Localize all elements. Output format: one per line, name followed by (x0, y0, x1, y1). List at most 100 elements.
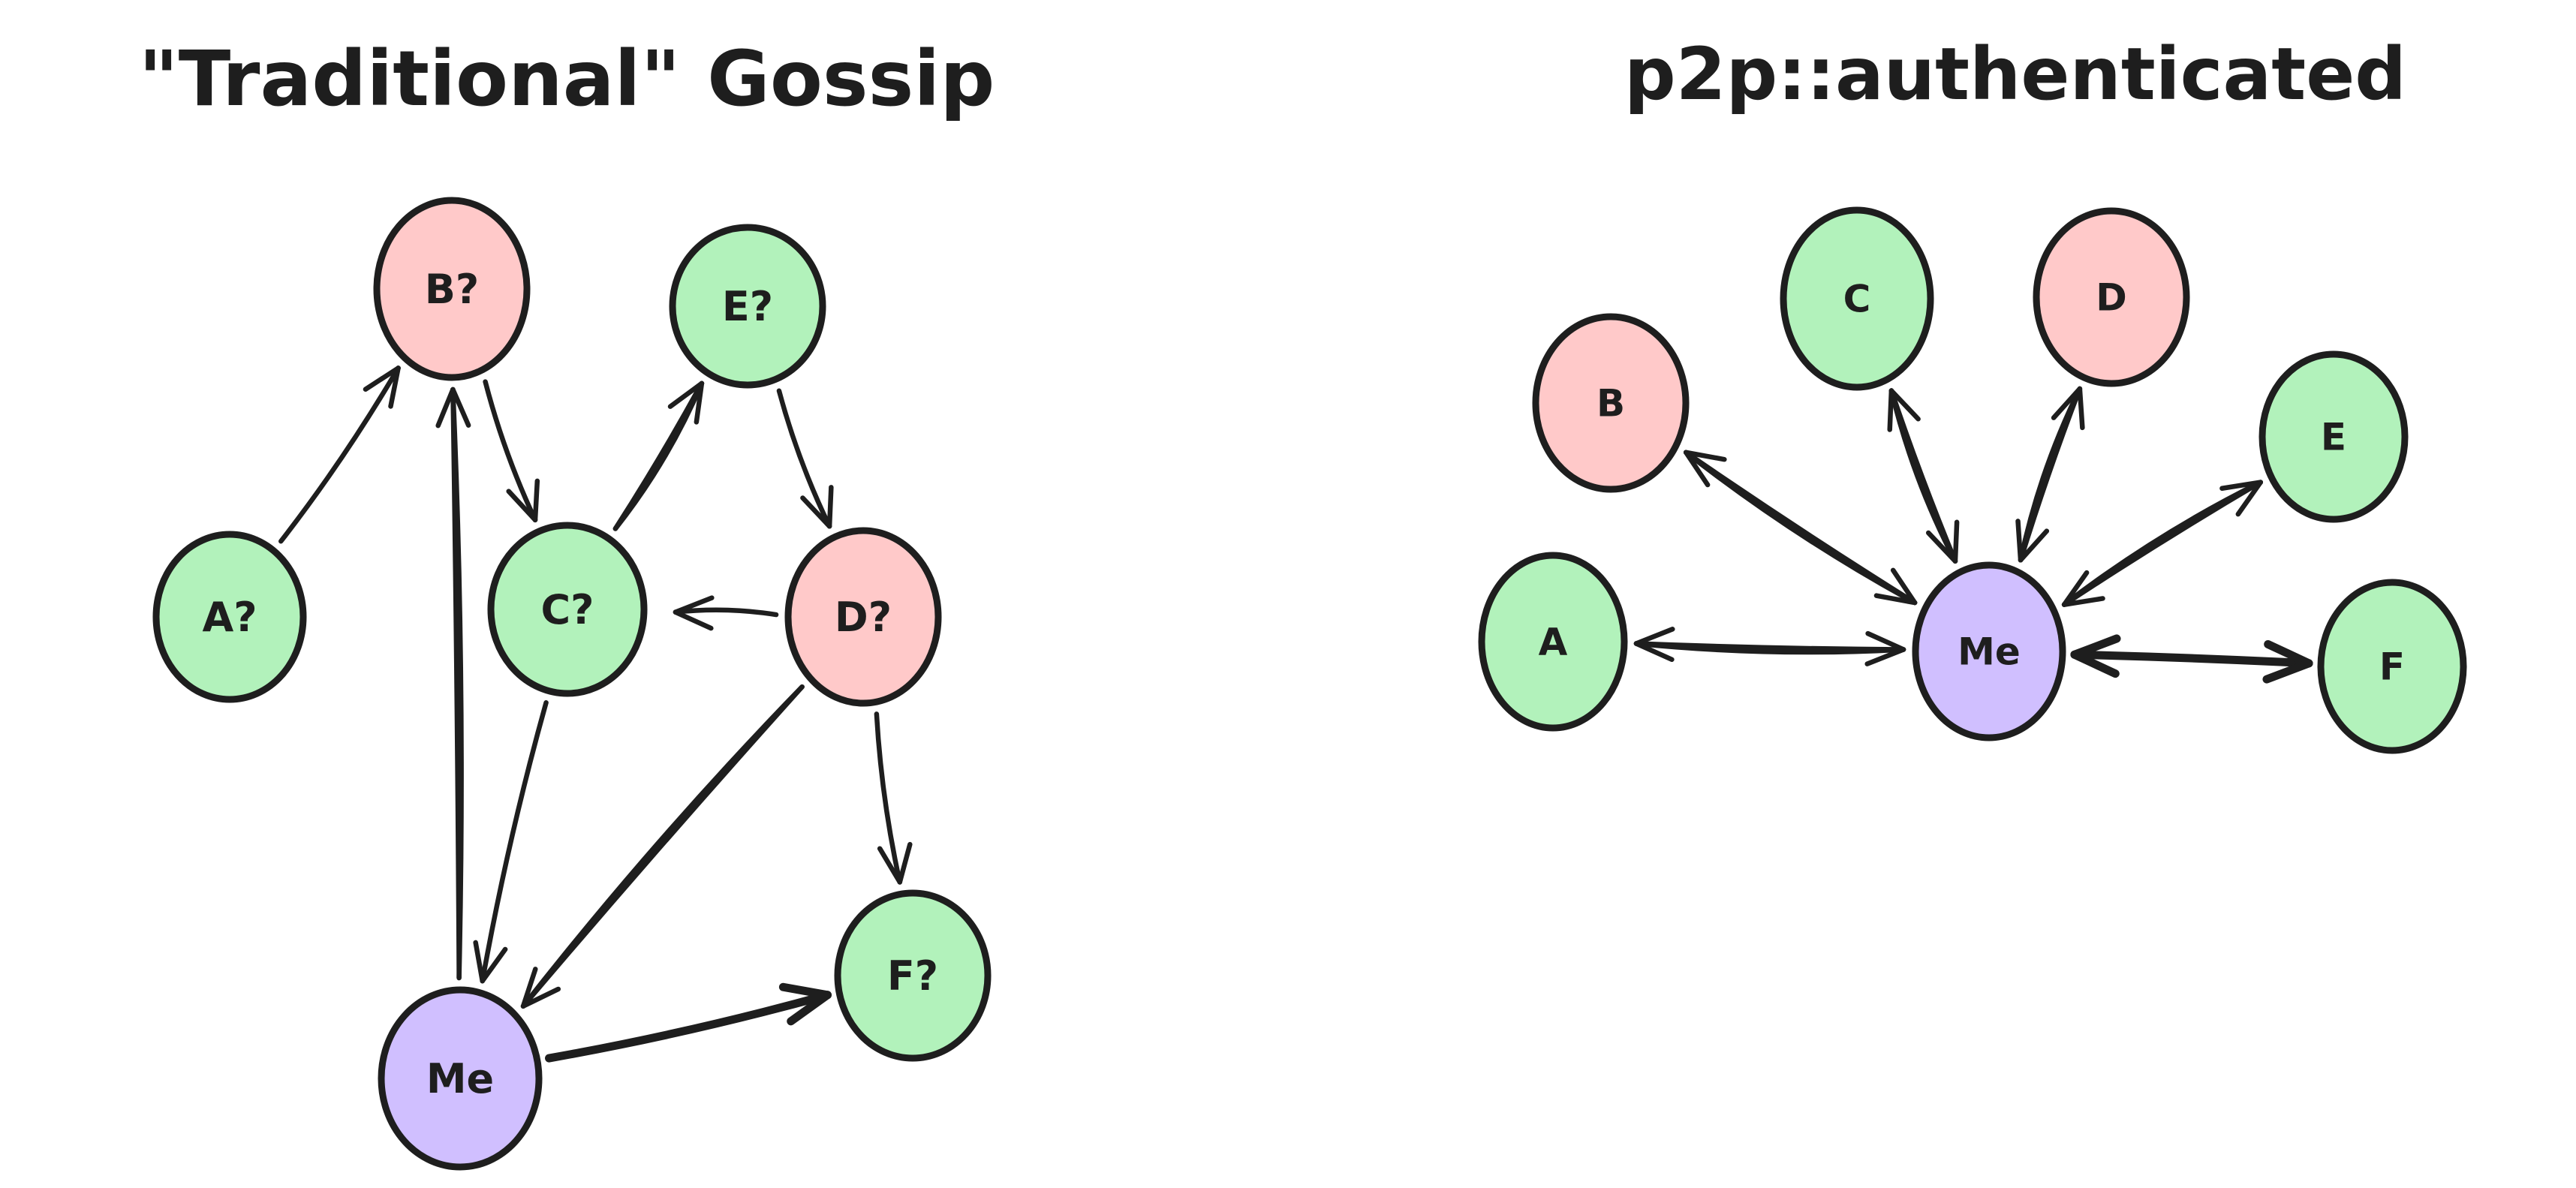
arrowhead (2061, 570, 2090, 607)
arrowhead (2015, 519, 2024, 563)
arrowhead (2077, 386, 2085, 431)
left-diagram-title: "Traditional" Gossip (139, 35, 995, 124)
node-label: A (1539, 621, 1568, 664)
arrowhead (450, 386, 471, 428)
node-label: B? (425, 266, 479, 313)
node-traditional-gossip-Me: Me (378, 986, 543, 1171)
edge-line (1683, 450, 1918, 606)
arrowhead (2070, 650, 2120, 678)
arrowhead (673, 609, 714, 631)
edge-line (1888, 388, 1958, 564)
arrowhead (1633, 641, 1675, 663)
edge-C-E (612, 380, 705, 531)
node-circle (487, 522, 648, 697)
edge-line (483, 379, 538, 523)
edge-line (612, 380, 705, 531)
node-p2p-authenticated-C: C (1780, 206, 1934, 391)
node-circle (834, 889, 992, 1062)
edge-C-Me (1887, 388, 1960, 564)
node-label: E (2321, 416, 2346, 459)
arrowhead (778, 982, 832, 1000)
arrowhead (520, 986, 561, 1009)
arrowhead (473, 940, 485, 984)
arrowhead (2070, 634, 2121, 659)
node-label: E? (722, 283, 773, 330)
edge-line (612, 380, 705, 531)
node-circle (784, 527, 942, 707)
edge-E-D (776, 388, 834, 529)
node-traditional-gossip-C: C? (487, 522, 648, 697)
edge-line (673, 607, 779, 618)
arrowhead (363, 365, 401, 392)
arrowhead (2051, 386, 2083, 420)
arrowhead (2262, 659, 2313, 684)
node-label: A? (202, 594, 257, 641)
arrowhead (1952, 519, 1960, 564)
arrowhead (1865, 630, 1906, 652)
node-p2p-authenticated-E: E (2259, 350, 2409, 523)
arrowhead (1925, 530, 1958, 564)
node-circle (152, 531, 307, 703)
node-traditional-gossip-D: D? (784, 527, 942, 707)
node-circle (1532, 313, 1690, 493)
arrowhead (388, 365, 401, 409)
arrowhead (1864, 647, 1906, 666)
node-label: B (1596, 382, 1625, 426)
node-traditional-gossip-E: E? (669, 224, 826, 389)
edge-line (2018, 386, 2083, 563)
node-circle (2317, 579, 2467, 754)
node-circle (373, 197, 531, 381)
edge-line (2061, 480, 2264, 607)
arrowhead (1890, 567, 1918, 606)
node-label: D (2096, 276, 2127, 320)
arrowhead (2018, 528, 2050, 563)
node-label: C? (541, 586, 594, 633)
edge-A-Me (1633, 627, 1906, 666)
edge-line (450, 386, 464, 981)
left-diagram-graph: A? B? C? D? E? F? Me (152, 197, 992, 1171)
node-circle (2033, 207, 2190, 387)
node-traditional-gossip-F: F? (834, 889, 992, 1062)
edge-C-Me (473, 699, 549, 984)
arrowhead (506, 489, 538, 523)
node-p2p-authenticated-B: B (1532, 313, 1690, 493)
node-label: Me (1958, 630, 2021, 674)
node-circle (378, 986, 543, 1171)
arrowhead (1633, 627, 1675, 646)
arrowhead (1887, 388, 1894, 432)
edge-line (278, 365, 401, 544)
node-circle (1780, 206, 1934, 391)
edge-Me-F (545, 982, 832, 1063)
edge-D-C (673, 595, 779, 631)
node-label: F (2379, 645, 2405, 689)
node-traditional-gossip-B: B? (373, 197, 531, 381)
arrowhead (532, 478, 540, 523)
right-diagram-graph: A B C D E F Me (1478, 206, 2467, 754)
node-label: F? (887, 952, 938, 1000)
node-label: C (1843, 278, 1871, 321)
edge-line (1888, 388, 1958, 564)
arrowhead (435, 386, 456, 429)
arrowhead (826, 485, 834, 529)
edge-E-Me (2061, 480, 2264, 607)
arrowhead (2264, 639, 2313, 668)
arrowhead (1873, 593, 1918, 606)
arrowhead (897, 841, 913, 885)
arrowhead (1683, 450, 1727, 462)
node-circle (1478, 552, 1628, 732)
arrowhead (2235, 480, 2264, 517)
edge-D-F (874, 711, 913, 885)
arrowhead (480, 946, 508, 984)
edge-B-C (483, 379, 540, 523)
node-p2p-authenticated-Me: Me (1912, 561, 2066, 741)
arrowhead (787, 991, 832, 1026)
edge-Me-B (435, 386, 471, 981)
arrowhead (520, 967, 538, 1009)
arrowhead (1888, 388, 1921, 422)
arrowhead (667, 380, 705, 409)
arrowhead (800, 495, 832, 529)
node-circle (1912, 561, 2066, 741)
arrowhead (673, 595, 715, 615)
